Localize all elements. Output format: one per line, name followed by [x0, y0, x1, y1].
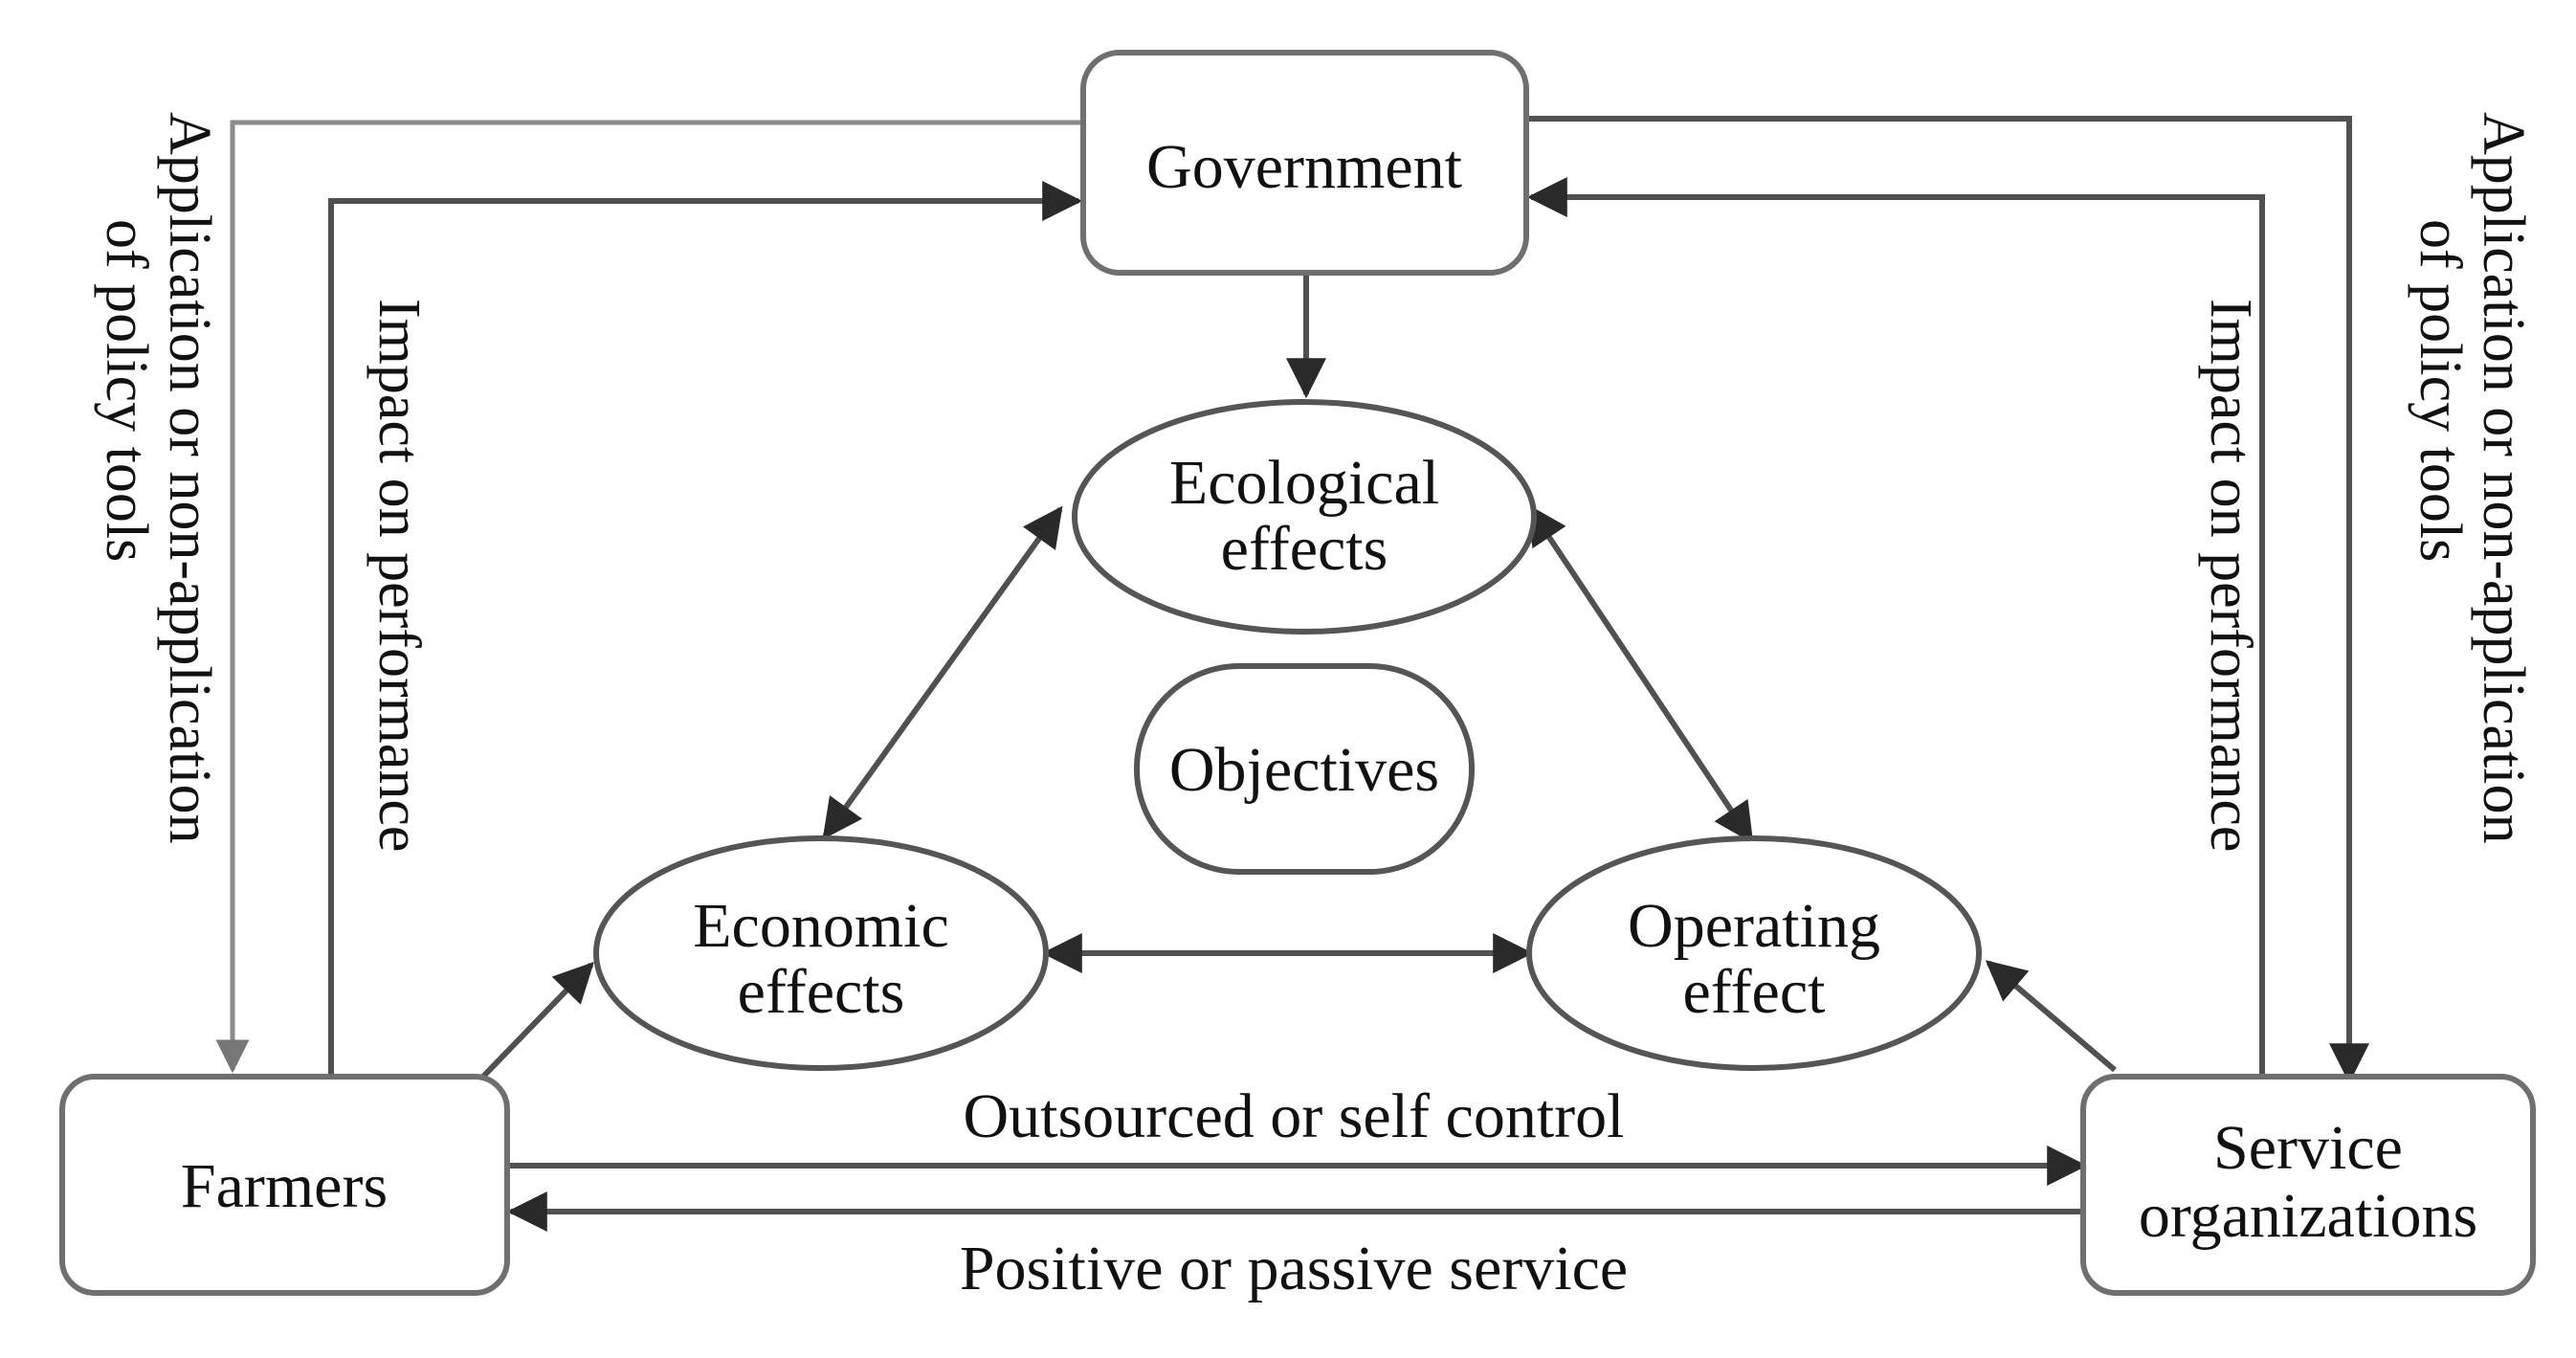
economic-label-line2: effects — [738, 957, 905, 1027]
svg-text:Impact on performance: Impact on performance — [2198, 299, 2263, 852]
economic-label-line1: Economic — [693, 891, 949, 961]
service-to-operating-arrow — [1985, 960, 2117, 1073]
impact-performance-arrow-left — [328, 181, 1083, 1074]
operating-effect-node[interactable]: Operating effect — [1526, 835, 1982, 1071]
policy-tools-label-right: Application or non-application of policy… — [2408, 112, 2536, 843]
impact-performance-label-left: Impact on performance — [366, 299, 432, 852]
farmers-to-economic-arrow — [476, 961, 594, 1084]
service-label-line1: Service — [2213, 1113, 2403, 1183]
objectives-node[interactable]: Objectives — [1134, 663, 1475, 875]
policy-left-line1: Application or non-application — [157, 112, 222, 843]
service-organizations-node[interactable]: Service organizations — [2080, 1074, 2536, 1296]
policy-tools-label-left: Application or non-application of policy… — [94, 112, 222, 843]
policy-tools-arrow-left — [215, 120, 1083, 1074]
outsourced-control-label: Outsourced or self control — [964, 1081, 1625, 1151]
government-node[interactable]: Government — [1080, 50, 1529, 276]
policy-tools-arrow-right — [1526, 116, 2369, 1084]
objectives-label: Objectives — [1169, 735, 1439, 805]
positive-service-label: Positive or passive service — [960, 1234, 1628, 1303]
policy-right-line2: of policy tools — [2408, 219, 2473, 562]
policy-right-line1: Application or non-application — [2471, 112, 2536, 843]
economic-effects-node[interactable]: Economic effects — [593, 835, 1049, 1071]
farmers-node[interactable]: Farmers — [59, 1074, 510, 1296]
operating-label-line1: Operating — [1628, 891, 1880, 961]
operating-label-line2: effect — [1683, 957, 1826, 1027]
ecological-label-line1: Ecological — [1169, 448, 1439, 518]
policy-left-line2: of policy tools — [94, 219, 159, 562]
ecological-label-line2: effects — [1221, 514, 1388, 584]
svg-text:Impact on performance: Impact on performance — [366, 299, 432, 852]
ecological-effects-node[interactable]: Ecological effects — [1072, 399, 1537, 634]
government-label: Government — [1146, 132, 1462, 202]
impact-performance-arrow-right — [1526, 177, 2265, 1077]
ecological-economic-arrow — [822, 505, 1063, 840]
impact-performance-label-right: Impact on performance — [2198, 299, 2263, 852]
ecological-operating-arrow — [1526, 503, 1754, 844]
service-label-line2: organizations — [2139, 1181, 2477, 1251]
farmers-label: Farmers — [181, 1151, 388, 1221]
